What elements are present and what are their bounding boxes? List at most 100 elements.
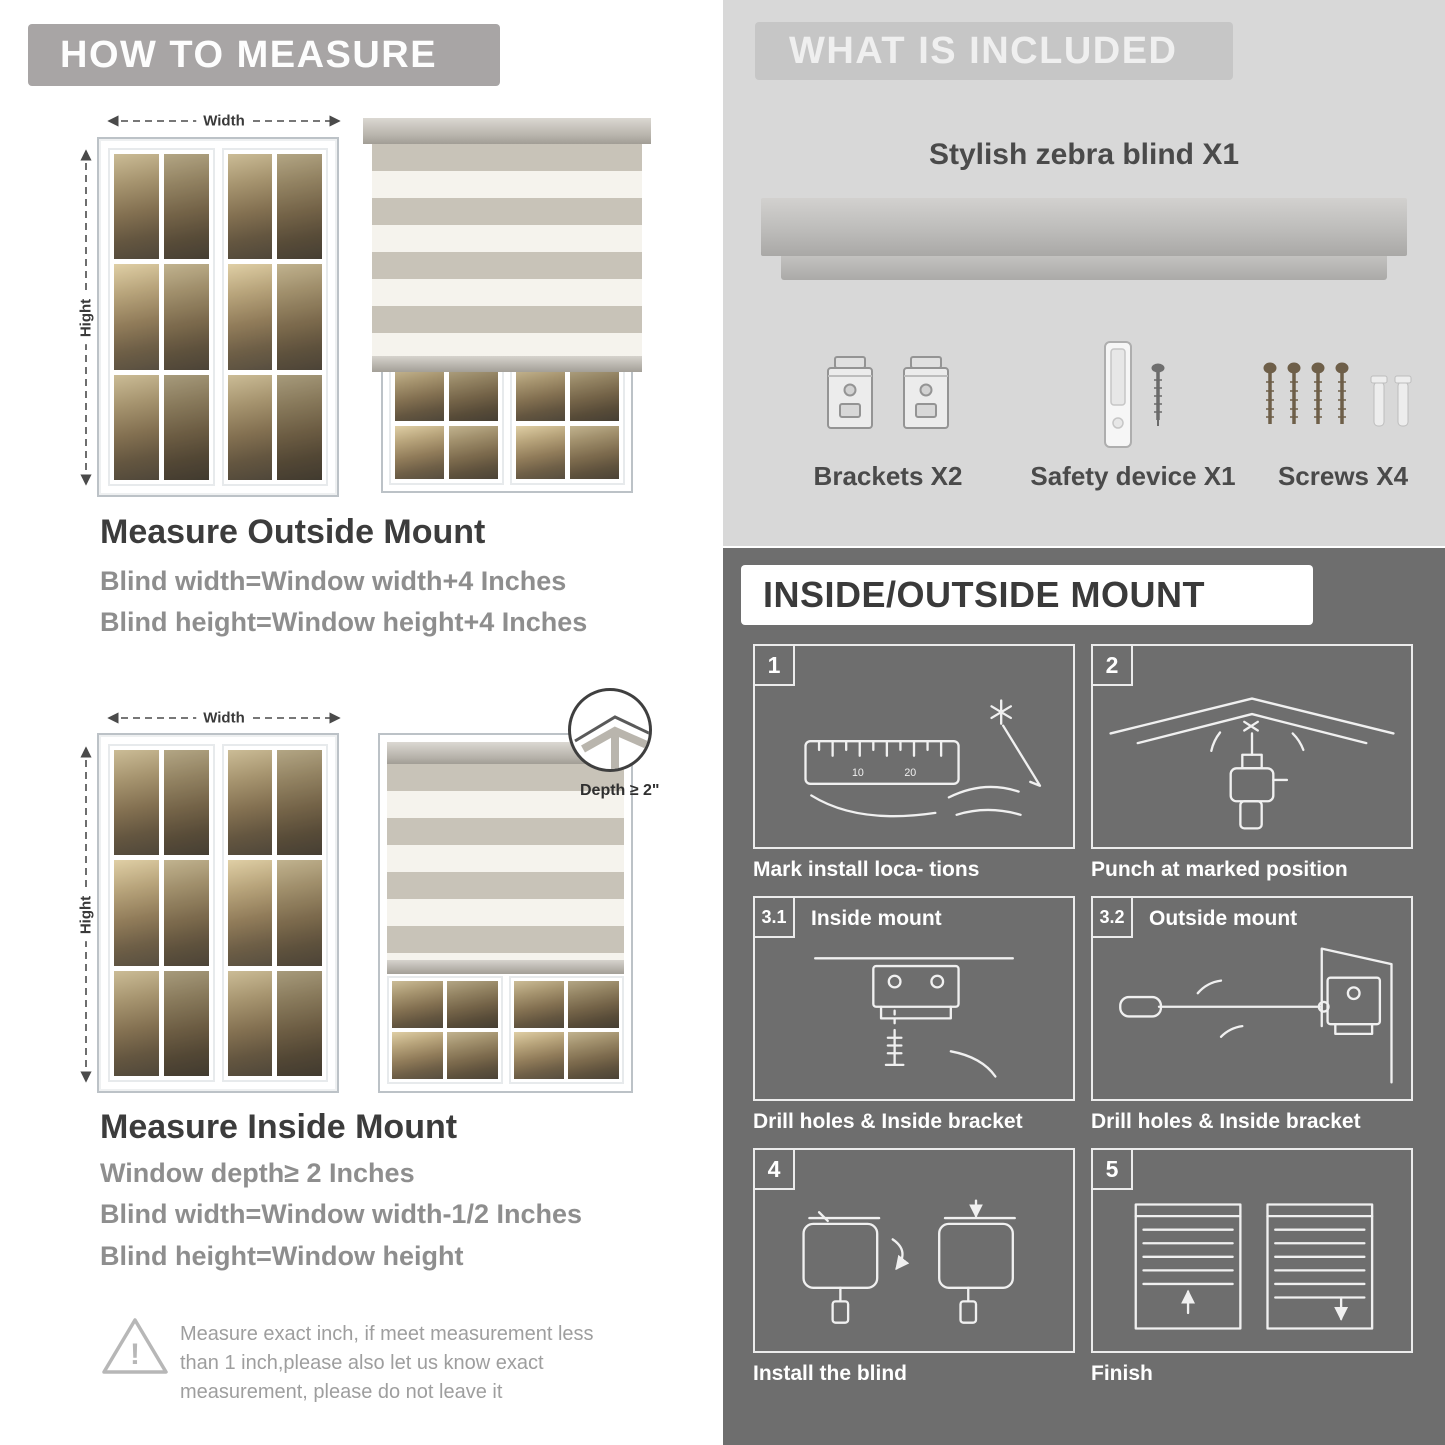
width-arrow-line bbox=[107, 115, 341, 127]
window-pane bbox=[163, 374, 209, 480]
headrail-illustration bbox=[761, 198, 1407, 256]
what-is-included-section: WHAT IS INCLUDED Stylish zebra blind X1 bbox=[723, 0, 1445, 546]
window-pane bbox=[395, 367, 444, 421]
safety-device-label: Safety device X1 bbox=[1030, 461, 1236, 491]
svg-text:10: 10 bbox=[852, 767, 864, 779]
width-arrow-line bbox=[107, 712, 341, 724]
window-bottom bbox=[381, 353, 633, 493]
depth-label: Depth ≥ 2" bbox=[580, 782, 660, 799]
step-5-panel: 5 bbox=[1091, 1148, 1413, 1353]
window-sash bbox=[387, 976, 503, 1084]
how-to-measure-banner: HOW TO MEASURE bbox=[28, 24, 500, 86]
step-3-1-art bbox=[759, 934, 1069, 1095]
window-pane bbox=[392, 1032, 443, 1079]
safety-device-icons bbox=[1023, 332, 1243, 458]
step-2-panel: 2 bbox=[1091, 644, 1413, 849]
window-pane bbox=[570, 425, 619, 479]
window-sash bbox=[108, 744, 215, 1082]
width-arrow: Width bbox=[103, 707, 345, 729]
corner-detail-icon bbox=[574, 715, 649, 769]
step-number: 5 bbox=[1093, 1150, 1133, 1190]
window-pane bbox=[114, 860, 159, 966]
window-pane bbox=[446, 981, 498, 1028]
step-3-1-panel: 3.1 Inside mount bbox=[753, 896, 1075, 1101]
window-pane bbox=[513, 1032, 565, 1079]
window-pane bbox=[227, 970, 273, 1076]
window-sash bbox=[508, 976, 624, 1084]
blind-fabric bbox=[372, 144, 642, 356]
inside-mount-heading: Measure Inside Mount bbox=[100, 1108, 458, 1146]
window-pane bbox=[277, 750, 322, 856]
height-arrow-line bbox=[80, 149, 92, 486]
step-5-art bbox=[1097, 1186, 1407, 1347]
blind-fabric bbox=[387, 764, 624, 960]
screw-icon bbox=[1151, 363, 1165, 426]
window-pane bbox=[277, 860, 322, 966]
step-5-caption: Finish bbox=[1091, 1362, 1153, 1385]
step-4-caption: Install the blind bbox=[753, 1362, 908, 1385]
window-pane bbox=[163, 154, 209, 260]
step-number: 1 bbox=[755, 646, 795, 686]
window-pane bbox=[449, 425, 498, 479]
window-pane bbox=[395, 425, 444, 479]
step-1-art: 10 20 bbox=[759, 682, 1069, 843]
blind-bottom-rail bbox=[387, 960, 624, 974]
step-4-panel: 4 bbox=[753, 1148, 1075, 1353]
outside-mount-line2: Blind height=Window height+4 Inches bbox=[100, 607, 588, 637]
window-sash bbox=[221, 148, 328, 486]
screws-item: Screws X4 bbox=[1251, 332, 1435, 492]
outside-mount-line1: Blind width=Window width+4 Inches bbox=[100, 566, 567, 596]
width-label: Width bbox=[196, 112, 252, 130]
step-3-2-title: Outside mount bbox=[1149, 907, 1298, 930]
inside-mount-line2: Blind width=Window width-1/2 Inches bbox=[100, 1199, 583, 1229]
step-number: 3.2 bbox=[1093, 898, 1133, 938]
screws-label: Screws X4 bbox=[1277, 461, 1409, 491]
width-label: Width bbox=[196, 709, 252, 727]
window-pane bbox=[227, 154, 273, 260]
blind-cassette bbox=[363, 118, 651, 144]
step-3-2-caption: Drill holes & Inside bracket bbox=[1091, 1110, 1361, 1133]
window-illustration bbox=[97, 733, 339, 1093]
window-pane bbox=[277, 264, 322, 370]
step-3-1-caption: Drill holes & Inside bracket bbox=[753, 1110, 1023, 1133]
step-4-art bbox=[759, 1186, 1069, 1347]
zebra-blind bbox=[363, 118, 651, 372]
warning-triangle-icon: ! bbox=[100, 1314, 170, 1385]
window-pane bbox=[227, 860, 273, 966]
screw-icons bbox=[1251, 332, 1435, 458]
svg-text:20: 20 bbox=[904, 767, 916, 779]
brackets-item: Brackets X2 bbox=[763, 332, 1013, 492]
bracket-icon bbox=[827, 356, 873, 429]
window-pane bbox=[277, 154, 322, 260]
inside-mount-line3: Blind height=Window height bbox=[100, 1241, 464, 1271]
inside-mount-line1: Window depth≥ 2 Inches bbox=[100, 1158, 415, 1188]
window-pane bbox=[163, 860, 209, 966]
window-pane bbox=[446, 1032, 498, 1079]
what-is-included-banner: WHAT IS INCLUDED bbox=[755, 22, 1233, 80]
safety-device-icon bbox=[1104, 341, 1132, 448]
step-number: 2 bbox=[1093, 646, 1133, 686]
window-pane bbox=[227, 374, 273, 480]
window-pane bbox=[163, 264, 209, 370]
anchor-icon bbox=[1370, 375, 1412, 427]
window-pane bbox=[163, 750, 209, 856]
outside-mount-blind-illustration bbox=[363, 118, 651, 493]
window-pane bbox=[568, 981, 619, 1028]
safety-device-item: Safety device X1 bbox=[1023, 332, 1243, 492]
window-pane bbox=[114, 750, 159, 856]
step-number: 4 bbox=[755, 1150, 795, 1190]
window-pane bbox=[227, 750, 273, 856]
outside-mount-heading: Measure Outside Mount bbox=[100, 513, 486, 551]
bracket-icons bbox=[763, 332, 1013, 458]
step-3-2-art bbox=[1097, 934, 1407, 1095]
screws-and-anchors-icon bbox=[1262, 361, 1412, 427]
mount-instructions-section: INSIDE/OUTSIDE MOUNT 1 10 20 bbox=[723, 548, 1445, 1445]
window-pane bbox=[516, 367, 565, 421]
window-sash bbox=[389, 361, 504, 485]
step-1-caption: Mark install loca- tions bbox=[753, 858, 980, 881]
brackets-label: Brackets X2 bbox=[813, 461, 963, 491]
inside-outside-mount-banner: INSIDE/OUTSIDE MOUNT bbox=[741, 565, 1313, 625]
step-2-caption: Punch at marked position bbox=[1091, 858, 1348, 881]
step-2-art bbox=[1097, 682, 1407, 843]
